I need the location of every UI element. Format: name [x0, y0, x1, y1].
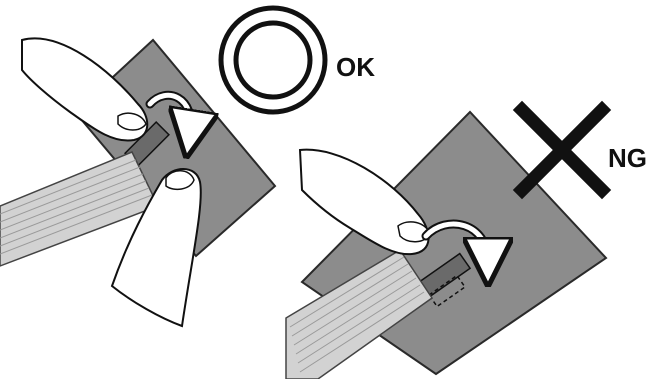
ng-ribbon-cable — [285, 248, 434, 379]
ok-upper-finger — [21, 37, 149, 142]
ok-double-circle-icon — [218, 5, 328, 115]
ng-lock-outline — [428, 274, 466, 308]
ok-label: OK — [336, 52, 375, 82]
ok-scene — [0, 37, 277, 328]
ng-label: NG — [608, 143, 647, 173]
ng-cross-icon — [512, 100, 612, 200]
ok-lower-fingernail — [165, 170, 195, 191]
ok-upper-fingernail — [117, 112, 147, 131]
ng-finger — [298, 148, 430, 256]
ok-lower-finger — [110, 168, 202, 328]
